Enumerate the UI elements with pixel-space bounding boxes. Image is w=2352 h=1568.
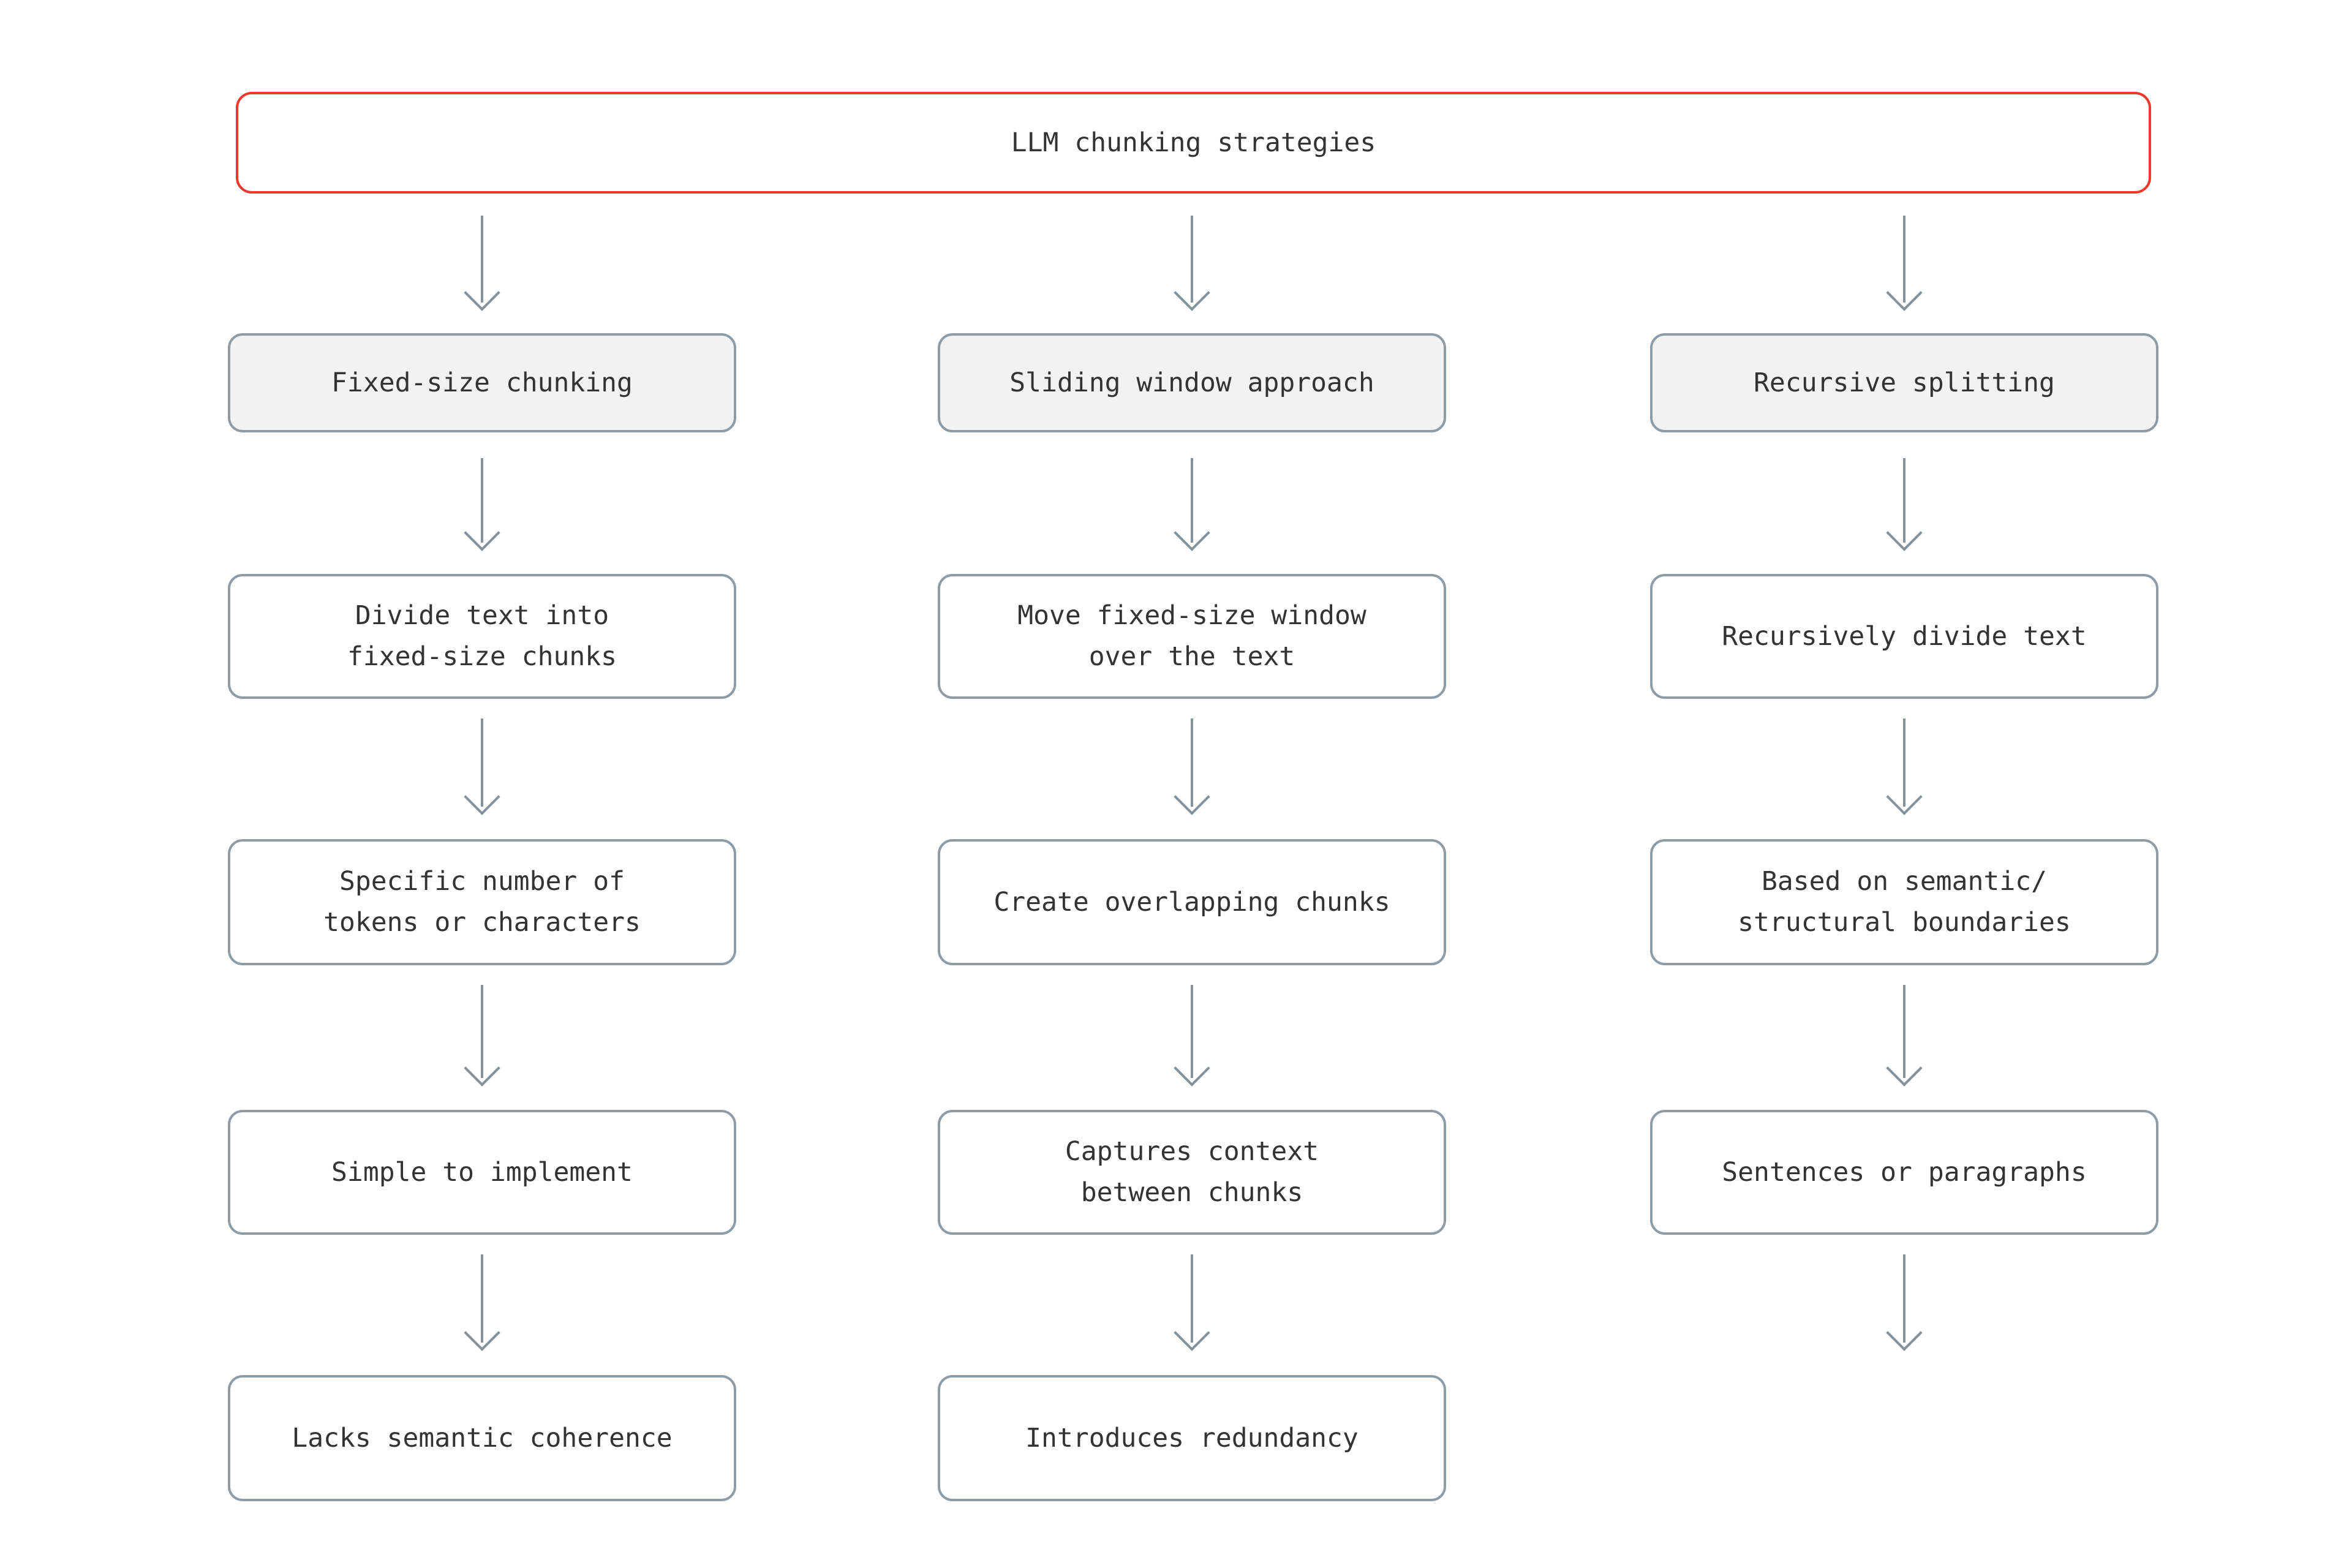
node-label: Move fixed-size window over the text (1017, 600, 1366, 672)
arrow-down-icon (1886, 718, 1923, 815)
arrow-down-icon (1174, 458, 1210, 551)
node-label: Fixed-size chunking (331, 367, 633, 398)
node-label: Specific number of tokens or characters (323, 866, 641, 938)
arrow-down-icon (1174, 985, 1210, 1087)
node-recursively-divide-text: Recursively divide text (1650, 574, 2158, 699)
node-label: Recursively divide text (1722, 620, 2087, 652)
node-fixed-size-chunking: Fixed-size chunking (228, 333, 736, 432)
root-node-llm-chunking-strategies: LLM chunking strategies (236, 92, 2151, 194)
node-recursive-splitting: Recursive splitting (1650, 333, 2158, 432)
arrow-down-icon (464, 1254, 500, 1351)
arrow-down-icon (1174, 216, 1210, 311)
node-create-overlapping-chunks: Create overlapping chunks (938, 839, 1446, 965)
arrow-down-icon (464, 985, 500, 1087)
node-label: Lacks semantic coherence (292, 1422, 673, 1453)
node-move-fixed-size-window: Move fixed-size window over the text (938, 574, 1446, 699)
root-node-label: LLM chunking strategies (1011, 127, 1376, 158)
node-label: Sliding window approach (1009, 367, 1374, 398)
node-introduces-redundancy: Introduces redundancy (938, 1375, 1446, 1501)
node-simple-to-implement: Simple to implement (228, 1110, 736, 1235)
node-captures-context-between-chunks: Captures context between chunks (938, 1110, 1446, 1235)
node-specific-number-of-tokens: Specific number of tokens or characters (228, 839, 736, 965)
arrow-down-icon (464, 718, 500, 815)
node-divide-text-into-fixed-size-chunks: Divide text into fixed-size chunks (228, 574, 736, 699)
arrow-down-icon (1174, 1254, 1210, 1351)
node-label: Based on semantic/ structural boundaries (1738, 866, 2071, 938)
node-lacks-semantic-coherence: Lacks semantic coherence (228, 1375, 736, 1501)
arrow-down-icon (1886, 985, 1923, 1087)
node-label: Divide text into fixed-size chunks (347, 600, 617, 672)
node-label: Captures context between chunks (1065, 1136, 1319, 1208)
node-sentences-or-paragraphs: Sentences or paragraphs (1650, 1110, 2158, 1235)
node-sliding-window-approach: Sliding window approach (938, 333, 1446, 432)
arrow-down-icon (464, 458, 500, 551)
node-label: Introduces redundancy (1025, 1422, 1359, 1453)
node-label: Sentences or paragraphs (1722, 1156, 2087, 1188)
node-label: Simple to implement (331, 1156, 633, 1188)
node-label: Create overlapping chunks (993, 886, 1390, 918)
arrow-down-icon (464, 216, 500, 311)
node-label: Recursive splitting (1754, 367, 2055, 398)
arrow-down-icon (1886, 216, 1923, 311)
node-semantic-structural-boundaries: Based on semantic/ structural boundaries (1650, 839, 2158, 965)
arrow-down-icon (1886, 458, 1923, 551)
arrow-down-icon (1886, 1254, 1923, 1351)
arrow-down-icon (1174, 718, 1210, 815)
